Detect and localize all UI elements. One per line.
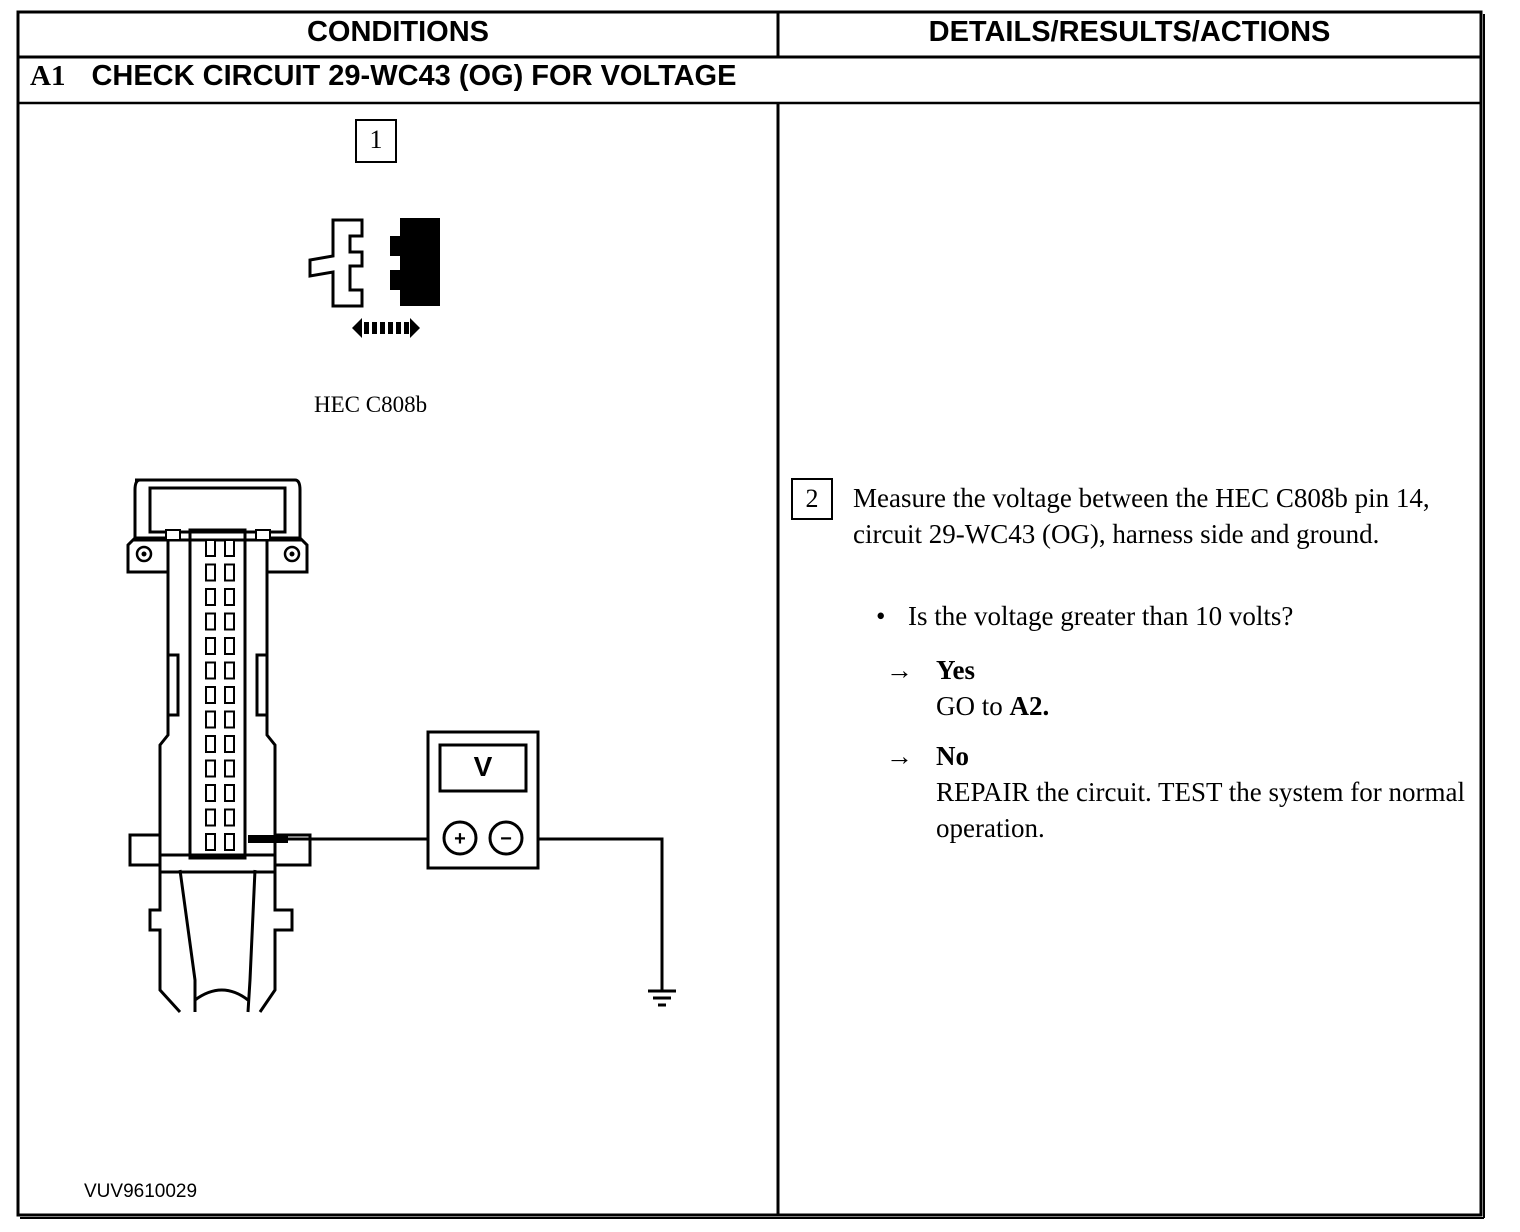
step-1-number: 1 [355,119,397,163]
ground-icon [648,989,676,1007]
pin-cavity [224,563,235,582]
pin-cavity [224,735,235,753]
yes-action-text: GO to [936,691,1010,721]
step-title-text: CHECK CIRCUIT 29-WC43 (OG) FOR VOLTAGE [91,60,737,92]
voltmeter-diagram: V + − [126,478,676,1014]
pin-cavity [205,563,216,582]
yes-action-target: A2. [1009,691,1050,721]
question-text: Is the voltage greater than 10 volts? [908,601,1294,631]
pin-cavity [224,686,235,704]
pin-cavity [205,710,216,729]
step-2-number: 2 [791,478,833,520]
yes-label: Yes [936,655,975,685]
figure-id: VUV9610029 [84,1181,198,1202]
pin-cavity [224,637,235,655]
voltmeter-display [438,743,528,793]
negative-lead [538,837,664,990]
yes-branch: → Yes GO to A2. [886,652,1049,724]
pin-cavity [224,612,235,631]
mount-hole-right [283,545,301,563]
plus-symbol: + [454,828,466,850]
right-arrow-icon: → [886,741,913,771]
mount-hole-left [135,545,153,563]
pin-cavity [205,661,216,680]
step-title: A1 CHECK CIRCUIT 29-WC43 (OG) FOR VOLTAGE [30,60,736,93]
pin-cavity [205,588,216,606]
pin-cavity [205,759,216,778]
pin-cavity [224,808,235,827]
pin-cavity [205,833,216,851]
pin-cavity [224,661,235,680]
pin-grid [205,539,235,851]
plus-terminal-icon [442,820,478,856]
step-id: A1 [30,60,66,92]
pin-cavity [224,588,235,606]
step-2-instruction: Measure the voltage between the HEC C808… [853,483,1430,549]
pin-cavity [205,637,216,655]
right-arrow-icon: → [886,655,913,685]
question: • Is the voltage greater than 10 volts? [876,601,1293,632]
yes-action: GO to A2. [886,688,1049,724]
connector-body [126,478,312,1014]
pin-cavity [224,710,235,729]
voltmeter-symbol: V [474,751,493,782]
pin-cavity [224,833,235,851]
header-details: DETAILS/RESULTS/ACTIONS [928,16,1331,48]
pin-cavity [224,759,235,778]
pin-cavity [224,784,235,802]
minus-symbol: − [500,828,512,850]
pin-cavity [205,686,216,704]
header-conditions: CONDITIONS [306,16,490,48]
disconnect-connector-icon [308,218,440,338]
pin-cavity [205,784,216,802]
pin-cavity [205,539,216,557]
no-branch: → No REPAIR the circuit. TEST the system … [886,738,1466,846]
connector-label: HEC C808b [314,392,428,417]
pin-cavity [205,612,216,631]
minus-terminal-icon [488,820,524,856]
pin-cavity [205,735,216,753]
no-label: No [936,741,969,771]
pin-cavity [224,539,235,557]
test-probe [248,835,288,843]
no-action: REPAIR the circuit. TEST the system for … [936,777,1465,843]
bullet-icon: • [876,601,886,631]
pin-cavity [205,808,216,827]
